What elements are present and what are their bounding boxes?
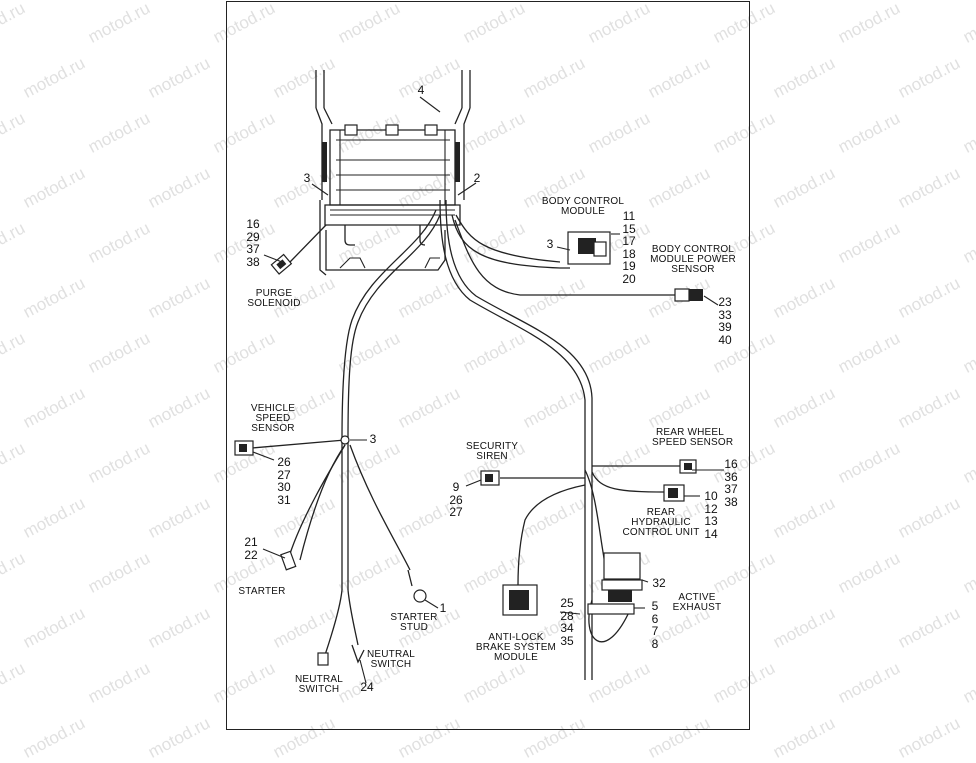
callout-3-bcm: 3 xyxy=(546,237,554,251)
harness-drawing xyxy=(234,70,724,684)
rhcu-refs: 10 12 13 14 xyxy=(704,489,718,541)
rwss-refs: 16 36 37 38 xyxy=(724,457,738,509)
purge-solenoid-label: PURGE SOLENOID xyxy=(247,288,301,309)
bcm-power-sensor-label: BODY CONTROL MODULE POWER SENSOR xyxy=(650,244,736,275)
rear-wheel-speed-sensor-label: REAR WHEEL SPEED SENSOR xyxy=(652,427,734,448)
neutral-switch-ref: 24 xyxy=(360,680,374,694)
battery-tray xyxy=(322,124,461,271)
purge-solenoid-refs: 16 29 37 38 xyxy=(246,217,260,269)
starter-stud-ref: 1 xyxy=(439,601,447,615)
body-control-module-label: BODY CONTROL MODULE xyxy=(541,196,625,217)
frame-rails xyxy=(315,70,471,276)
vehicle-speed-sensor-label: VEHICLE SPEED SENSOR xyxy=(250,403,296,434)
connectors xyxy=(234,231,703,666)
security-siren-label: SECURITY SIREN xyxy=(466,441,519,462)
bcm-power-sensor-refs: 23 33 39 40 xyxy=(718,295,732,347)
callout-3-left: 3 xyxy=(303,171,311,185)
callout-2: 2 xyxy=(473,171,481,185)
active-exhaust-label: ACTIVE EXHAUST xyxy=(672,592,722,613)
starter-label: STARTER xyxy=(238,586,286,597)
callout-3-mid: 3 xyxy=(369,432,377,446)
active-exhaust-refs: 5 6 7 8 xyxy=(651,599,659,651)
leader-lines xyxy=(252,96,724,684)
siren-refs: 9 26 27 xyxy=(449,480,463,519)
starter-refs: 21 22 xyxy=(244,535,258,562)
abs-refs: 25 28 34 35 xyxy=(560,596,574,648)
starter-stud-label: STARTER STUD xyxy=(390,612,438,633)
active-exhaust-top-ref: 32 xyxy=(652,576,666,590)
callout-4: 4 xyxy=(417,83,425,97)
neutral-switch-right-label: NEUTRAL SWITCH xyxy=(366,649,416,670)
main-harness xyxy=(251,199,680,680)
vss-refs: 26 27 30 31 xyxy=(277,455,291,507)
diagram-frame xyxy=(226,1,750,730)
abs-module-label: ANTI-LOCK BRAKE SYSTEM MODULE xyxy=(475,632,557,663)
neutral-switch-left-label: NEUTRAL SWITCH xyxy=(294,674,344,695)
rear-hydraulic-control-unit-label: REAR HYDRAULIC CONTROL UNIT xyxy=(622,507,700,538)
bcm-refs: 11 15 17 18 19 20 xyxy=(622,209,636,286)
